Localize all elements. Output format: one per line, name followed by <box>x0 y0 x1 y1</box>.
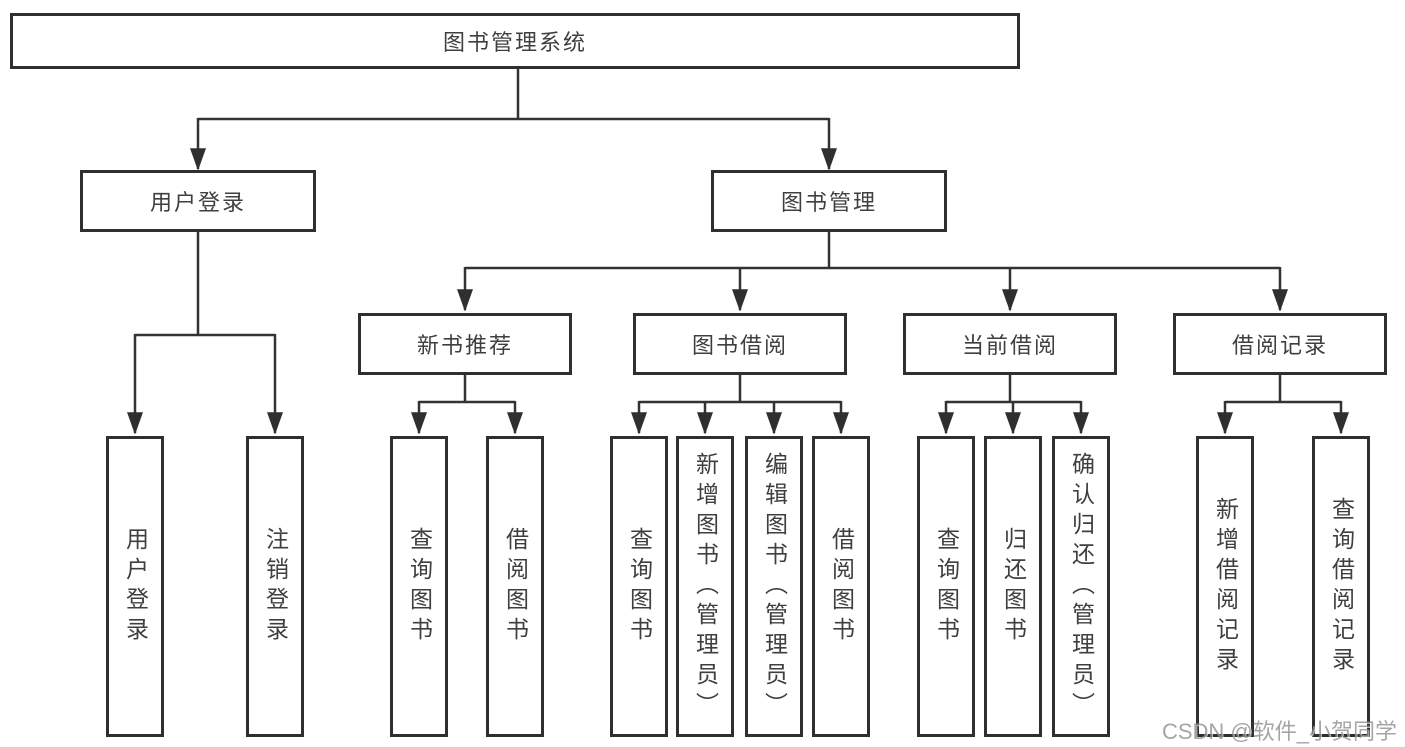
node-leaf-logout: 注销登录 <box>246 436 304 737</box>
node-label: 查询图书 <box>626 526 653 647</box>
node-label: 查询图书 <box>933 526 960 647</box>
node-leaf-query-books-2: 查询图书 <box>610 436 668 737</box>
node-root-system: 图书管理系统 <box>10 13 1020 69</box>
node-label: 归还图书 <box>1000 526 1027 647</box>
csdn-watermark: CSDN @软件_小贺同学 <box>1161 719 1397 744</box>
node-label: 注销登录 <box>262 526 289 647</box>
node-leaf-query-books-1: 查询图书 <box>390 436 448 737</box>
node-label: 查询图书 <box>406 526 433 647</box>
node-label: 借阅图书 <box>502 526 529 647</box>
node-current-borrow: 当前借阅 <box>903 313 1117 375</box>
node-leaf-borrow-books-1: 借阅图书 <box>486 436 544 737</box>
node-book-borrow: 图书借阅 <box>633 313 847 375</box>
node-leaf-confirm-return-admin: 确认归还（管理员） <box>1052 436 1110 737</box>
node-label: 图书管理 <box>780 190 877 215</box>
node-label: 新增图书（管理员） <box>692 451 719 722</box>
node-book-management: 图书管理 <box>711 170 947 232</box>
node-label: 查询借阅记录 <box>1328 496 1355 677</box>
node-label: 新书推荐 <box>416 333 513 358</box>
node-label: 编辑图书（管理员） <box>761 451 788 722</box>
node-label: 图书借阅 <box>691 333 788 358</box>
node-label: 用户登录 <box>149 190 246 215</box>
node-leaf-edit-books-admin: 编辑图书（管理员） <box>745 436 803 737</box>
node-new-book-recommend: 新书推荐 <box>358 313 572 375</box>
node-leaf-query-books-3: 查询图书 <box>917 436 975 737</box>
node-leaf-return-books: 归还图书 <box>984 436 1042 737</box>
node-leaf-borrow-books-2: 借阅图书 <box>812 436 870 737</box>
node-leaf-user-login: 用户登录 <box>106 436 164 737</box>
node-label: 图书管理系统 <box>442 30 587 55</box>
node-label: 用户登录 <box>122 526 149 647</box>
node-label: 新增借阅记录 <box>1212 496 1239 677</box>
node-label: 借阅图书 <box>828 526 855 647</box>
node-label: 确认归还（管理员） <box>1068 451 1095 722</box>
node-borrow-records: 借阅记录 <box>1173 313 1387 375</box>
node-leaf-add-books-admin: 新增图书（管理员） <box>676 436 734 737</box>
node-leaf-add-borrow-record: 新增借阅记录 <box>1196 436 1254 737</box>
node-label: 当前借阅 <box>961 333 1058 358</box>
node-label: 借阅记录 <box>1231 333 1328 358</box>
node-user-login: 用户登录 <box>80 170 316 232</box>
node-leaf-query-borrow-record: 查询借阅记录 <box>1312 436 1370 737</box>
